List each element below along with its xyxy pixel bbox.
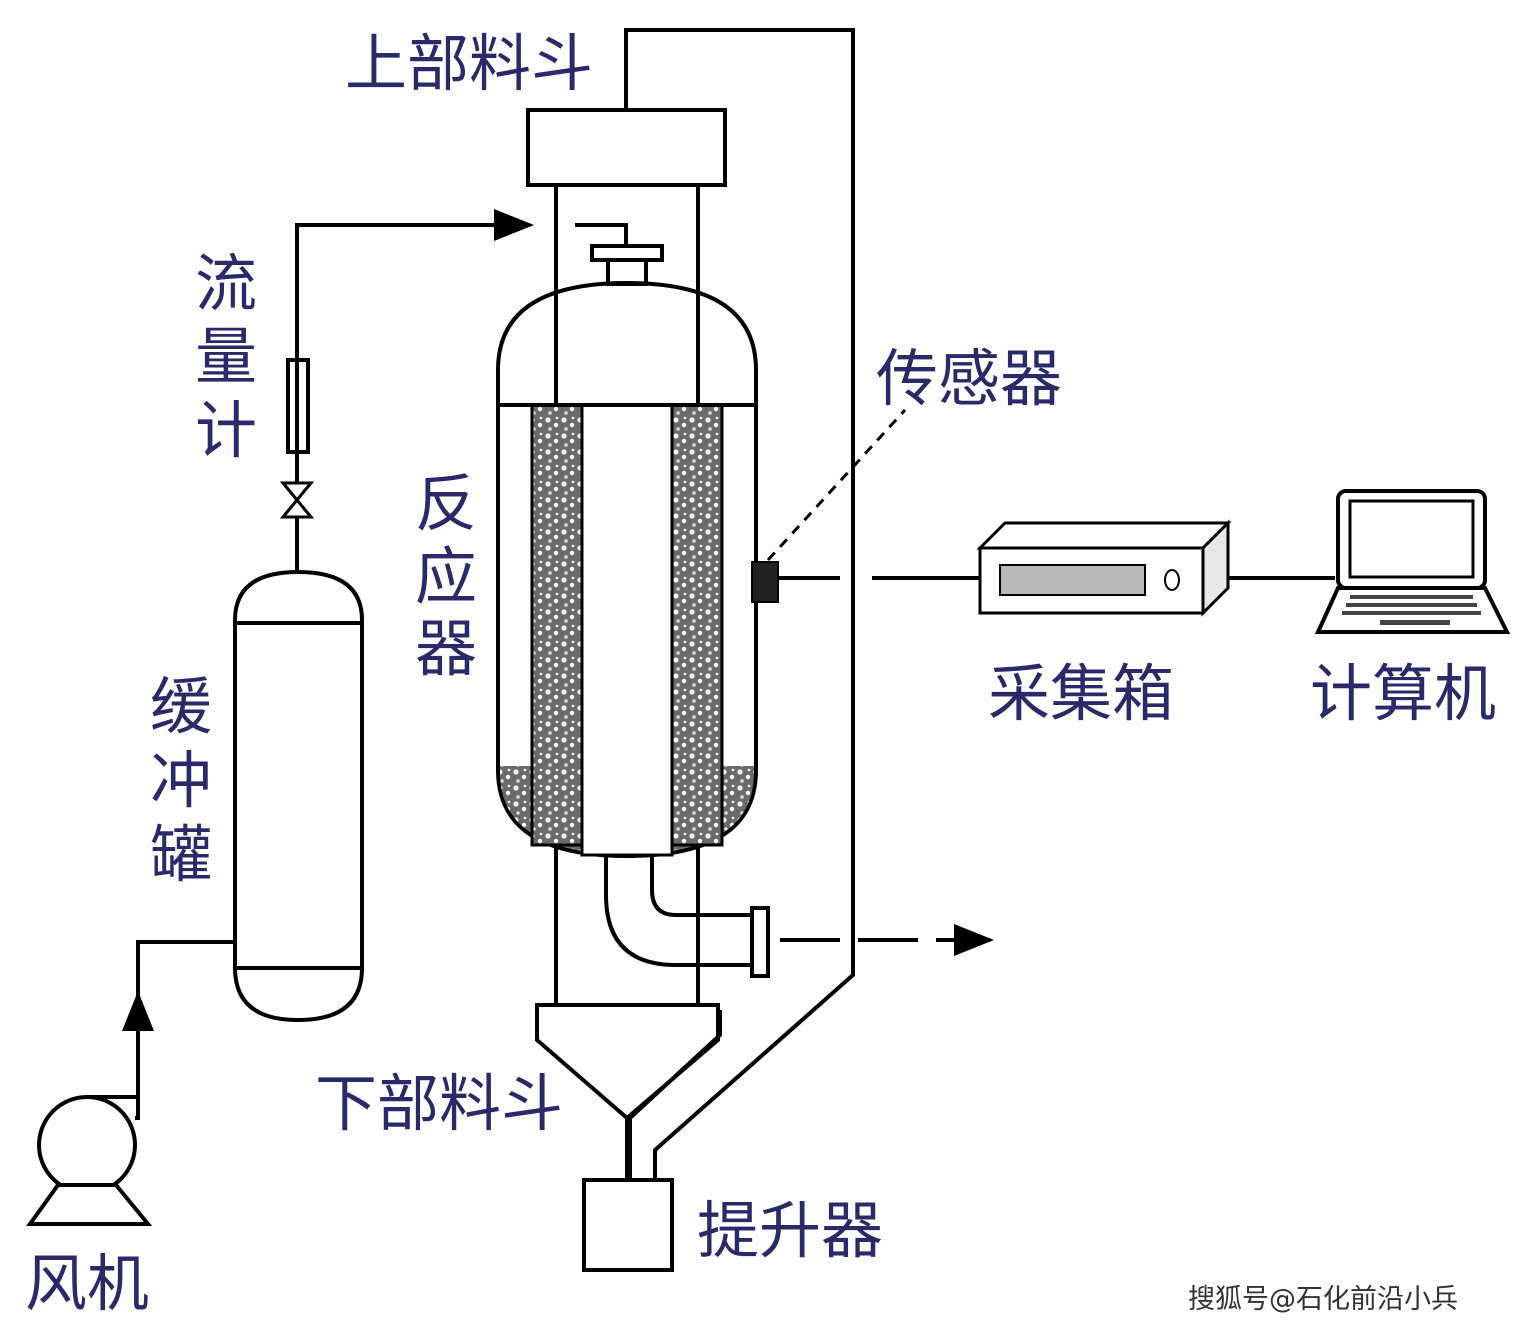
reactor-vessel xyxy=(496,223,758,859)
elevator-label: 提升器 xyxy=(697,1194,883,1267)
blower-line xyxy=(122,940,235,1120)
flowmeter-label-3: 计 xyxy=(195,394,257,467)
watermark: 搜狐号@石化前沿小兵 xyxy=(1188,1284,1458,1315)
reactor-label-3: 器 xyxy=(415,612,477,685)
collection-box-label: 采集箱 xyxy=(988,657,1174,730)
lower-hopper-label: 下部料斗 xyxy=(315,1067,563,1140)
flowmeter-label-2: 量 xyxy=(195,320,257,393)
blower-label: 风机 xyxy=(25,1247,149,1320)
gas-outlet-pipe xyxy=(604,856,994,978)
flowmeter-label-1: 流 xyxy=(195,247,257,320)
guide-tubes xyxy=(554,185,700,1005)
laptop-keyboard xyxy=(1342,595,1481,625)
buffer-tank xyxy=(233,528,364,1023)
upper-hopper xyxy=(526,108,727,187)
computer-label: 计算机 xyxy=(1310,657,1496,730)
lower-hopper xyxy=(535,1003,720,1180)
sensor-label: 传感器 xyxy=(876,342,1062,415)
upper-hopper-label: 上部料斗 xyxy=(345,27,593,100)
collection-box xyxy=(976,519,1335,617)
gate-valve-icon xyxy=(279,481,315,519)
buffer-tank-label-2: 冲 xyxy=(150,744,212,817)
centrifugal-fan-icon xyxy=(26,1095,153,1226)
buffer-tank-label-1: 缓 xyxy=(150,670,212,743)
elevator xyxy=(582,1178,674,1272)
sensor xyxy=(751,408,980,603)
reactor-label-1: 反 xyxy=(415,467,477,540)
laptop-icon xyxy=(1314,489,1511,634)
gas-supply-line xyxy=(286,209,534,528)
reactor-label-2: 应 xyxy=(415,540,477,613)
buffer-tank-label-3: 罐 xyxy=(150,818,212,891)
